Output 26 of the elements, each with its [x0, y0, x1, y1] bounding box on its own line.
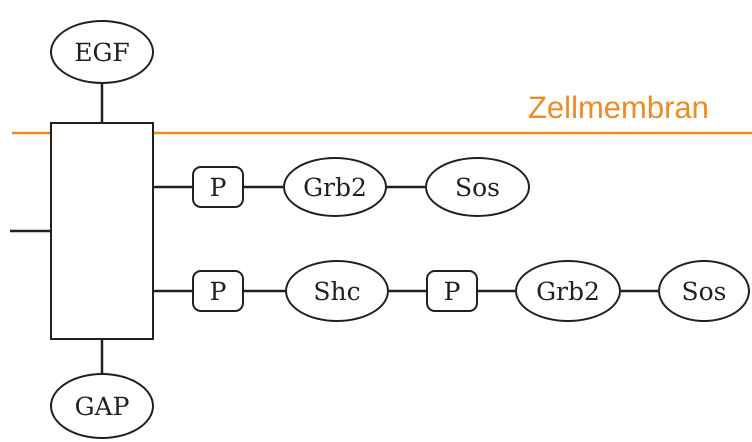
node-label: GAP: [74, 392, 130, 420]
node-label: Grb2: [536, 276, 600, 306]
connector-line: [244, 186, 283, 188]
membrane-label: Zellmembran: [528, 90, 709, 126]
connector-line: [154, 290, 192, 292]
receptor-box: [50, 122, 154, 340]
rounded-box: [192, 166, 244, 208]
connector-line: [387, 186, 425, 188]
connector-line: [244, 290, 285, 292]
connector-line: [389, 290, 426, 292]
connector-line: [10, 230, 50, 232]
connector-line: [154, 186, 192, 188]
node-label: P: [444, 276, 460, 306]
node-label: P: [210, 276, 226, 306]
rounded-box: [426, 270, 478, 312]
connector-line: [100, 84, 104, 122]
connector-line: [621, 290, 658, 292]
node-label: Shc: [313, 276, 361, 306]
connector-line: [100, 340, 104, 373]
node-label: P: [210, 172, 226, 202]
node-label: EGF: [74, 38, 130, 66]
node-label: Sos: [681, 276, 726, 306]
rounded-box: [192, 270, 244, 312]
node-label: Sos: [454, 172, 500, 202]
connector-line: [478, 290, 515, 292]
node-label: Grb2: [303, 172, 367, 202]
